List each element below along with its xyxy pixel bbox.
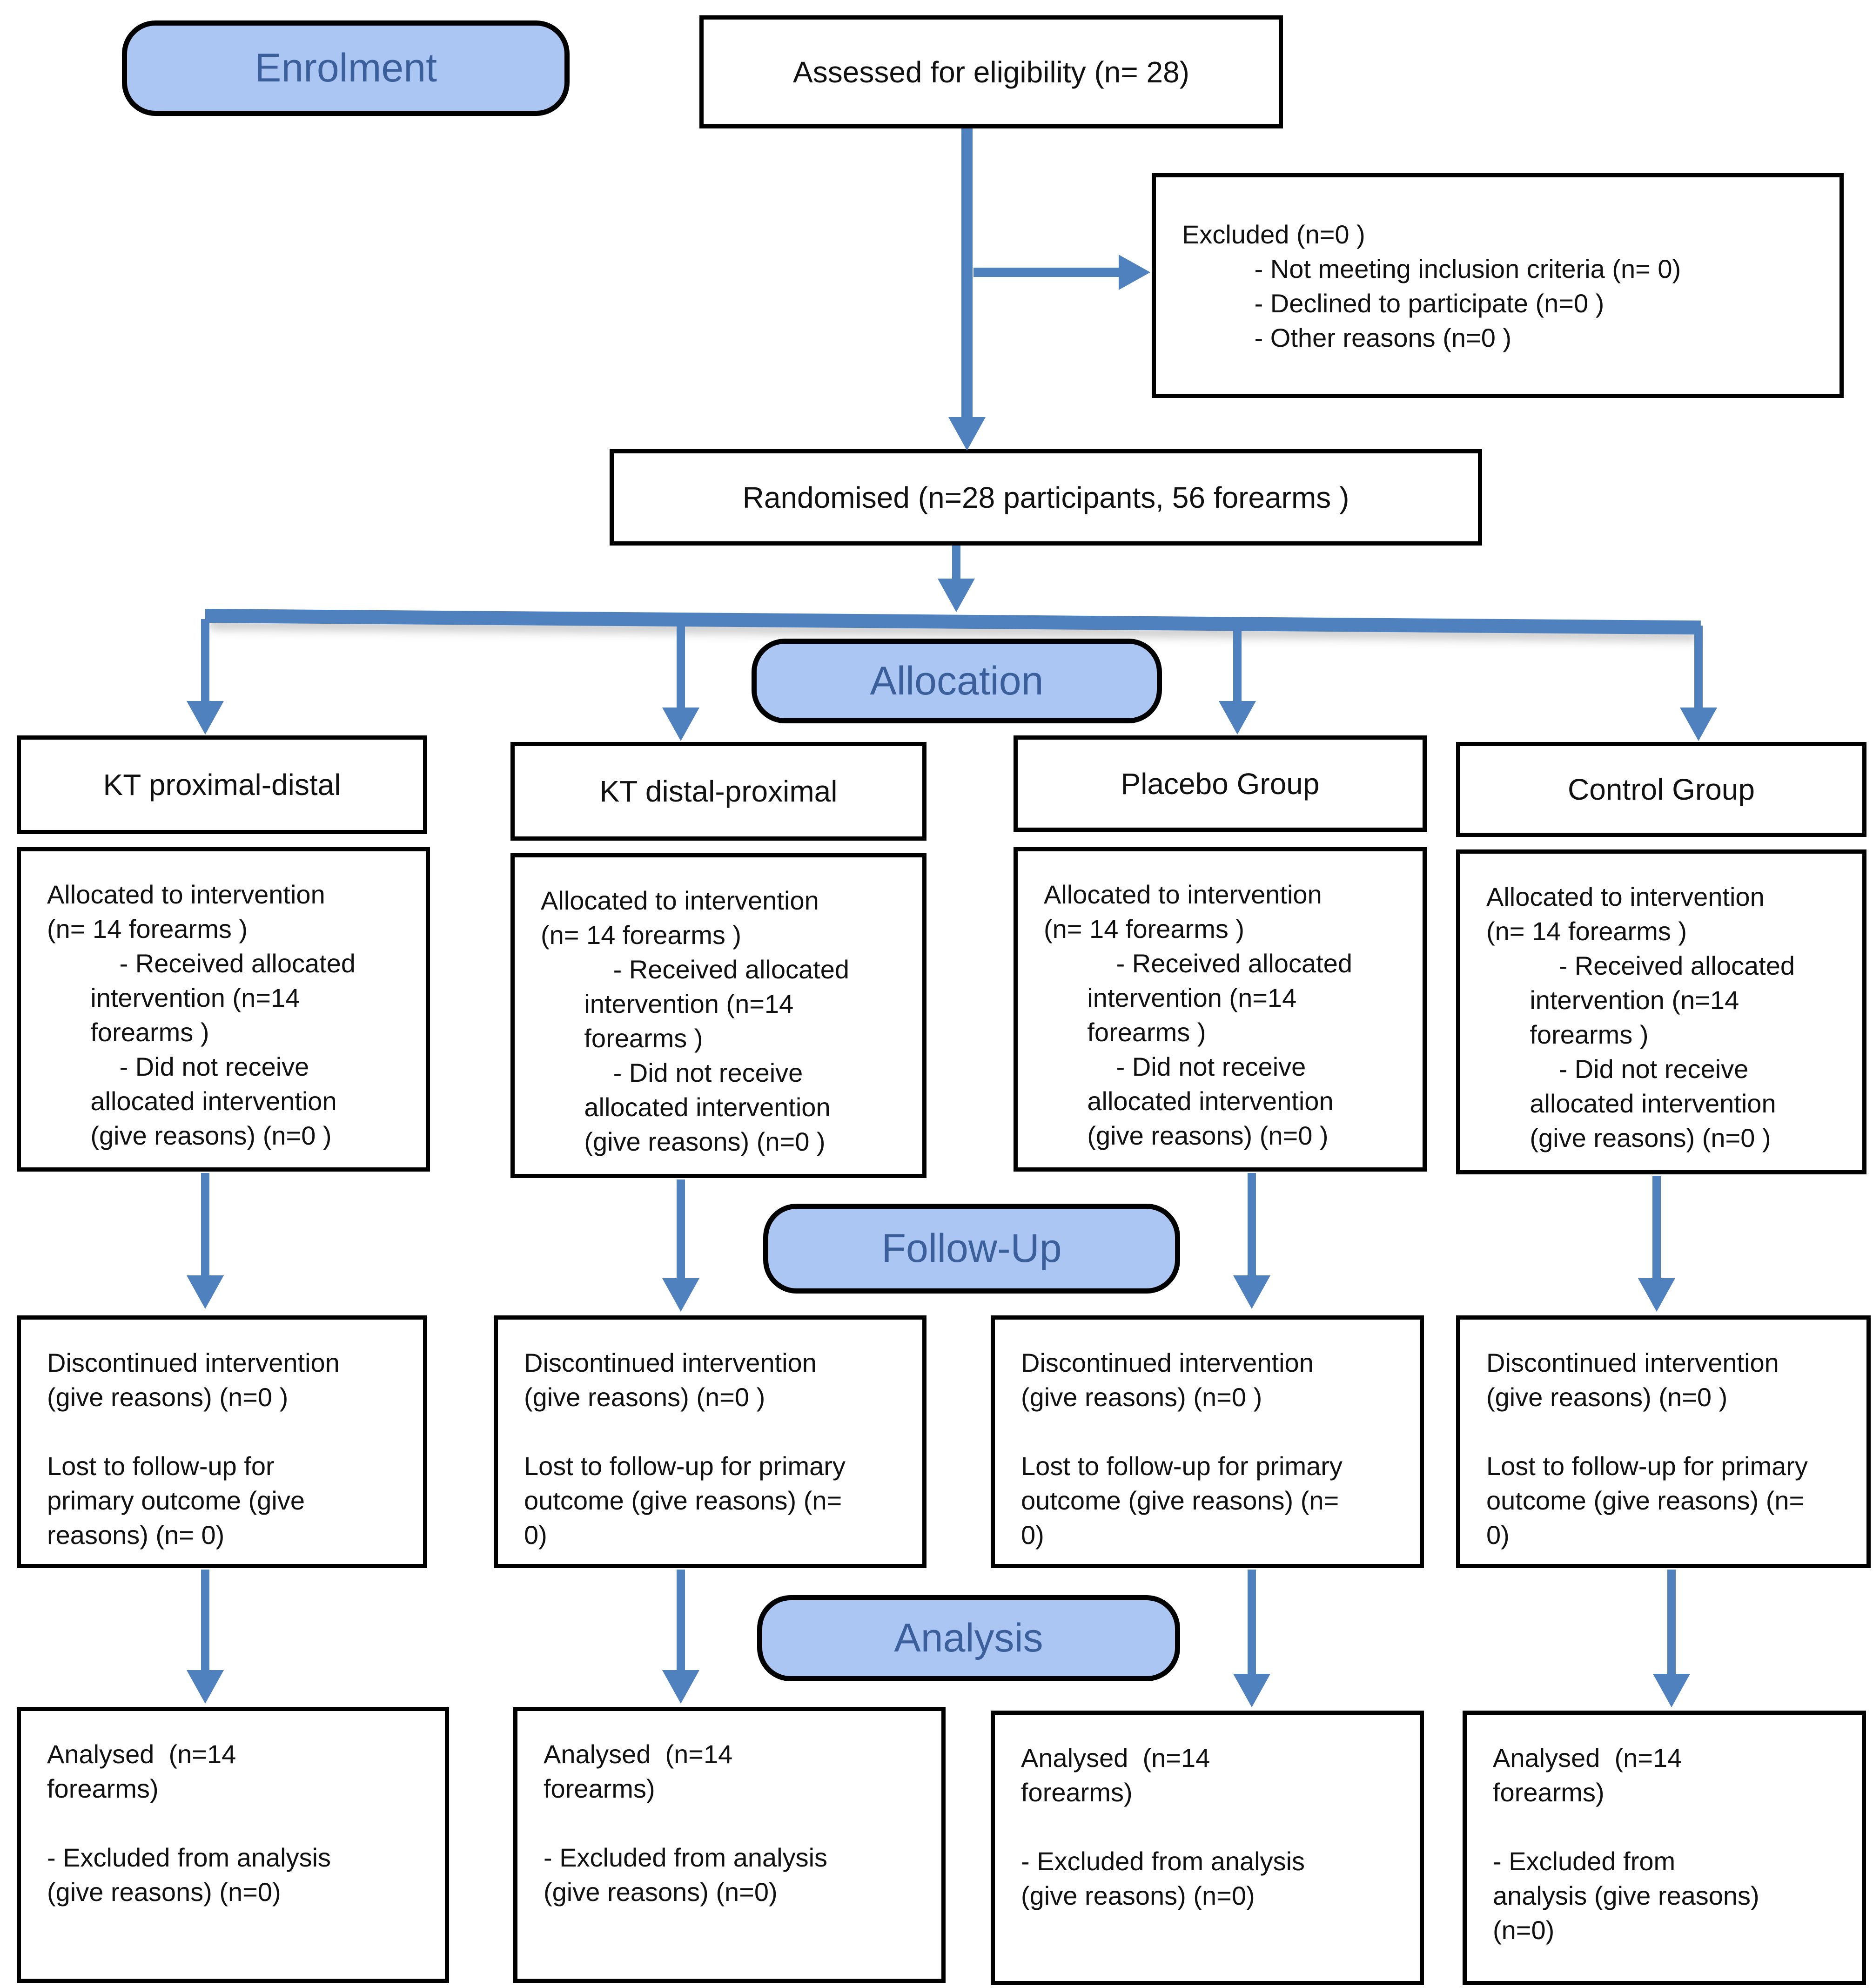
box-assessed-for-eligibility: Assessed for eligibility (n= 28) [699, 15, 1283, 128]
arrow-followup-3 [1231, 1173, 1273, 1309]
box-randomised: Randomised (n=28 participants, 56 forear… [610, 449, 1482, 546]
stage-label-enrolment: Enrolment [122, 20, 570, 116]
arrow-branch-group-1 [184, 619, 226, 735]
arrow-assessed-to-randomised [946, 128, 988, 451]
box-followup: Discontinued intervention (give reasons)… [17, 1315, 427, 1568]
group-header-box: KT proximal-distal [17, 735, 427, 834]
group-header-box: Control Group [1456, 742, 1866, 837]
arrow-to-excluded [973, 251, 1150, 293]
arrow-followup-2 [660, 1179, 702, 1312]
arrow-followup-4 [1636, 1176, 1678, 1312]
box-excluded: Excluded (n=0 ) - Not meeting inclusion … [1152, 173, 1844, 398]
arrow-randomised-to-allocation [935, 546, 977, 612]
box-analysed: Analysed (n=14 forearms) - Excluded from… [1463, 1711, 1866, 1985]
group-header-box: KT distal-proximal [510, 742, 926, 841]
box-allocated: Allocated to intervention (n= 14 forearm… [1456, 849, 1866, 1174]
stage-label-follow-up: Follow-Up [763, 1204, 1180, 1294]
arrow-analysis-2 [660, 1570, 702, 1704]
arrow-analysis-3 [1231, 1570, 1273, 1707]
group-header-box: Placebo Group [1014, 735, 1427, 832]
box-followup: Discontinued intervention (give reasons)… [494, 1315, 926, 1568]
stage-label-allocation: Allocation [752, 639, 1162, 723]
box-analysed: Analysed (n=14 forearms) - Excluded from… [513, 1707, 946, 1983]
box-analysed: Analysed (n=14 forearms) - Excluded from… [991, 1711, 1424, 1985]
box-allocated: Allocated to intervention (n= 14 forearm… [1014, 847, 1427, 1172]
arrow-branch-group-3 [1216, 623, 1258, 735]
arrow-branch-group-2 [660, 623, 702, 741]
allocation-distribution-bar [205, 609, 1701, 635]
arrow-analysis-1 [184, 1570, 226, 1704]
arrow-analysis-4 [1651, 1570, 1692, 1707]
box-allocated: Allocated to intervention (n= 14 forearm… [510, 853, 926, 1178]
arrow-branch-group-4 [1678, 626, 1719, 741]
box-followup: Discontinued intervention (give reasons)… [991, 1315, 1424, 1568]
arrow-followup-1 [184, 1173, 226, 1309]
box-analysed: Analysed (n=14 forearms) - Excluded from… [17, 1707, 449, 1983]
box-allocated: Allocated to intervention (n= 14 forearm… [17, 847, 430, 1172]
stage-label-analysis: Analysis [757, 1595, 1180, 1681]
box-followup: Discontinued intervention (give reasons)… [1456, 1315, 1871, 1568]
